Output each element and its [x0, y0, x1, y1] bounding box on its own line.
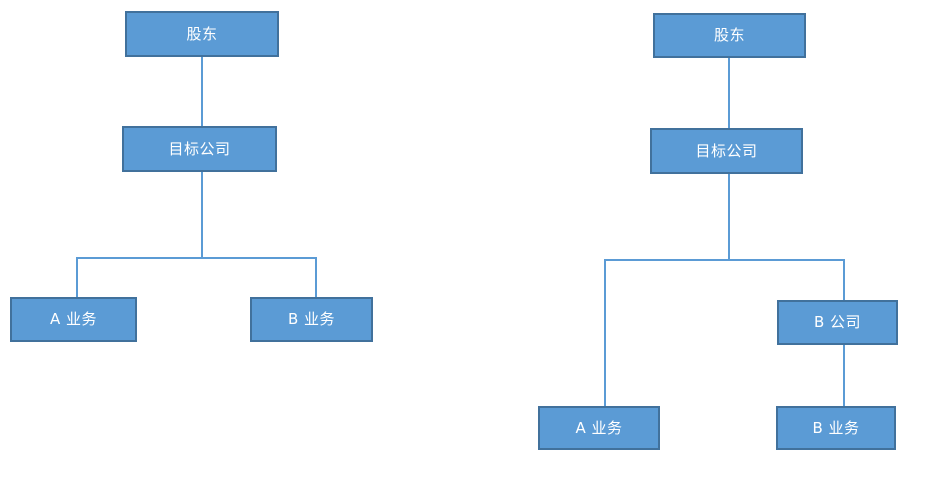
connector-left-shareholder-to-target — [201, 57, 203, 126]
connector-left-to-business-a — [76, 257, 78, 298]
node-right-shareholder[interactable]: 股东 — [653, 13, 806, 58]
node-left-shareholder[interactable]: 股东 — [125, 11, 279, 57]
connector-right-to-company-b — [843, 259, 845, 301]
connector-right-to-business-a — [604, 259, 606, 407]
node-left-target-company[interactable]: 目标公司 — [122, 126, 277, 172]
connector-left-to-business-b — [315, 257, 317, 298]
node-right-business-b[interactable]: B 业务 — [776, 406, 896, 450]
connector-right-target-stem — [728, 174, 730, 260]
node-right-business-a[interactable]: A 业务 — [538, 406, 660, 450]
node-left-business-b[interactable]: B 业务 — [250, 297, 373, 342]
connector-left-horizontal-bus — [76, 257, 317, 259]
node-left-business-a[interactable]: A 业务 — [10, 297, 137, 342]
connector-right-company-b-to-business-b — [843, 345, 845, 407]
connector-right-horizontal-bus — [604, 259, 845, 261]
node-right-company-b[interactable]: B 公司 — [777, 300, 898, 345]
node-right-target-company[interactable]: 目标公司 — [650, 128, 803, 174]
connector-left-target-stem — [201, 172, 203, 258]
connector-right-shareholder-to-target — [728, 58, 730, 128]
